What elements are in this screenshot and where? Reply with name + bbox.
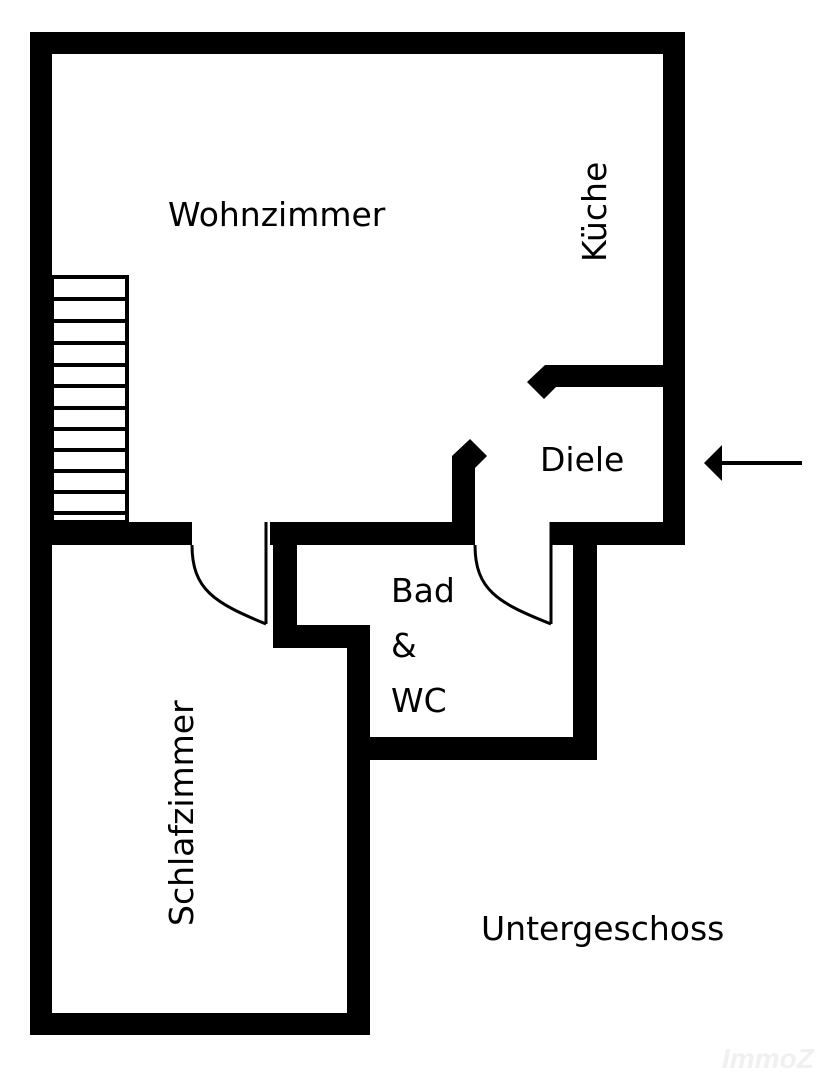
wall-right [663,32,685,545]
wall-living-bath [270,522,475,545]
label-wc: WC [391,681,447,720]
wall-living-bedroom [52,522,192,545]
wall-bath-step [273,625,370,648]
wall-top [30,32,685,54]
watermark-logo: ImmoZ [722,1043,815,1074]
wall-bath-right [573,522,597,760]
label-wohnzimmer: Wohnzimmer [168,195,386,234]
walls [30,32,685,1035]
label-kueche: Küche [575,162,614,262]
label-bad: Bad [391,571,455,610]
label-untergeschoss: Untergeschoss [481,909,724,948]
door-bathroom [473,522,553,626]
wall-hall-bottom [550,522,685,545]
wall-bedroom-right [347,625,370,1035]
wall-hall-stub [452,439,487,545]
wall-bedroom-bottom [30,1013,370,1035]
arrow-left-icon [704,445,802,481]
label-diele: Diele [540,440,624,479]
label-schlafzimmer: Schlafzimmer [162,700,201,926]
wall-left [30,32,52,1035]
door-bedroom [190,522,268,626]
staircase [50,275,129,524]
label-ampersand: & [391,626,417,665]
wall-kitchen-partition [527,365,663,399]
wall-bath-bottom [347,737,597,760]
